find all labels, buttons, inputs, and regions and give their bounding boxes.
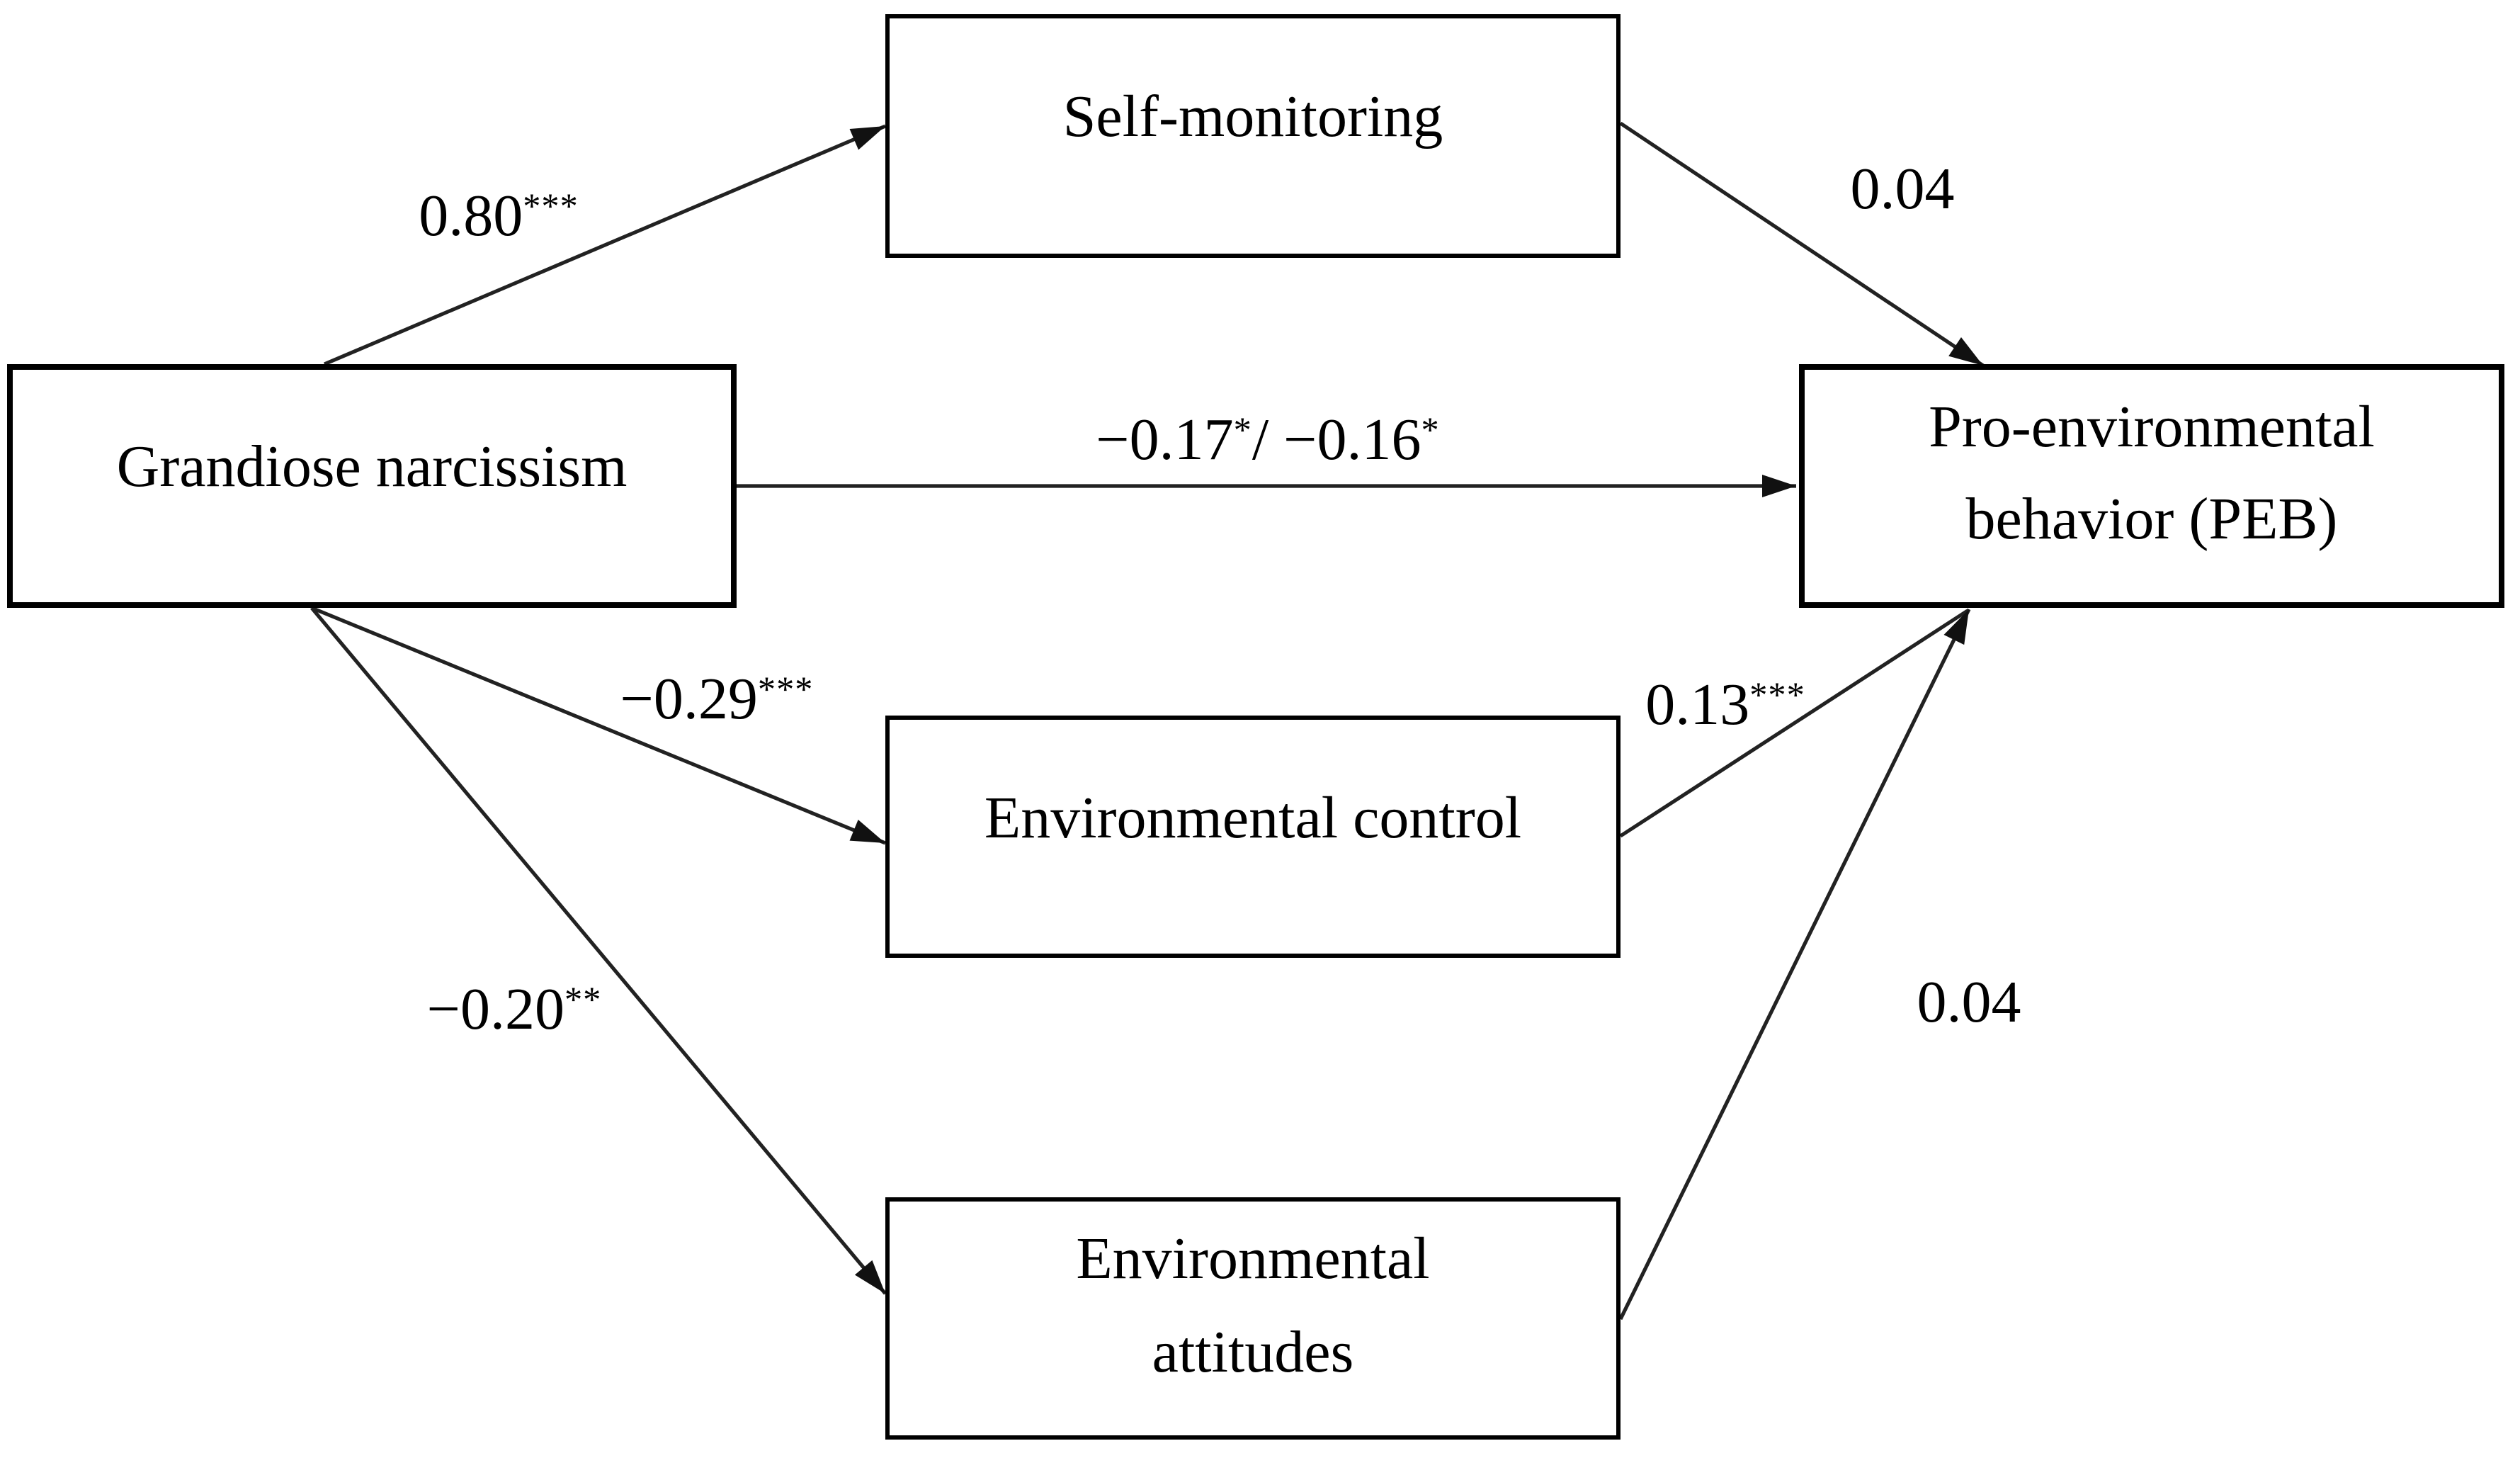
coef-value: 0.80 — [419, 184, 523, 249]
node-peb-label-line1: Pro-environmental — [1929, 395, 2375, 460]
coef-value: −0.20 — [426, 978, 564, 1043]
node-environmental-attitudes-label-line2: attitudes — [1152, 1320, 1354, 1385]
coef-value: 0.04 — [1850, 157, 1955, 222]
node-pro-environmental-behavior: Pro-environmental behavior (PEB) — [1799, 364, 2504, 608]
coef-separator: / — [1252, 408, 1284, 473]
node-environmental-attitudes-label-line1: Environmental — [1076, 1227, 1430, 1293]
coef-value-2: −0.16 — [1283, 408, 1421, 473]
arrow-gn-to-environmental-control — [311, 606, 886, 845]
significance-stars: *** — [523, 188, 579, 227]
coef-value-1: −0.17 — [1096, 408, 1234, 473]
arrow-gn-to-self-monitoring — [323, 124, 887, 366]
coef-gn-to-self-monitoring: 0.80*** — [419, 183, 579, 251]
coef-gn-to-environmental-control: −0.29*** — [620, 666, 814, 734]
coef-value: 0.04 — [1917, 971, 2021, 1036]
coef-gn-to-environmental-attitudes: −0.20** — [427, 976, 602, 1044]
coef-environmental-attitudes-to-peb: 0.04 — [1917, 969, 2021, 1037]
coef-self-monitoring-to-peb: 0.04 — [1851, 156, 1955, 224]
node-grandiose-narcissism: Grandiose narcissism — [7, 364, 737, 608]
coef-gn-to-peb: −0.17*/ −0.16* — [1096, 407, 1440, 475]
node-self-monitoring-label: Self-monitoring — [1062, 85, 1443, 151]
node-environmental-control: Environmental control — [885, 716, 1621, 958]
significance-stars-1: * — [1233, 412, 1252, 451]
node-self-monitoring: Self-monitoring — [885, 14, 1621, 258]
node-grandiose-narcissism-label: Grandiose narcissism — [116, 435, 628, 501]
significance-stars-2: * — [1421, 412, 1440, 451]
arrow-environmental-control-to-peb — [1619, 609, 1969, 838]
arrow-self-monitoring-to-peb — [1619, 121, 1985, 368]
significance-stars: ** — [564, 982, 602, 1021]
arrow-gn-to-environmental-attitudes — [310, 606, 887, 1295]
coef-value: 0.13 — [1645, 673, 1750, 738]
node-environmental-control-label: Environmental control — [984, 786, 1522, 852]
arrow-environmental-attitudes-to-peb — [1618, 608, 1971, 1321]
node-peb-label-line2: behavior (PEB) — [1965, 487, 2338, 553]
coef-environmental-control-to-peb: 0.13*** — [1645, 672, 1805, 740]
coef-value: −0.29 — [620, 667, 758, 733]
significance-stars: *** — [757, 672, 814, 711]
significance-stars: *** — [1749, 677, 1805, 716]
node-environmental-attitudes: Environmental attitudes — [885, 1197, 1621, 1440]
